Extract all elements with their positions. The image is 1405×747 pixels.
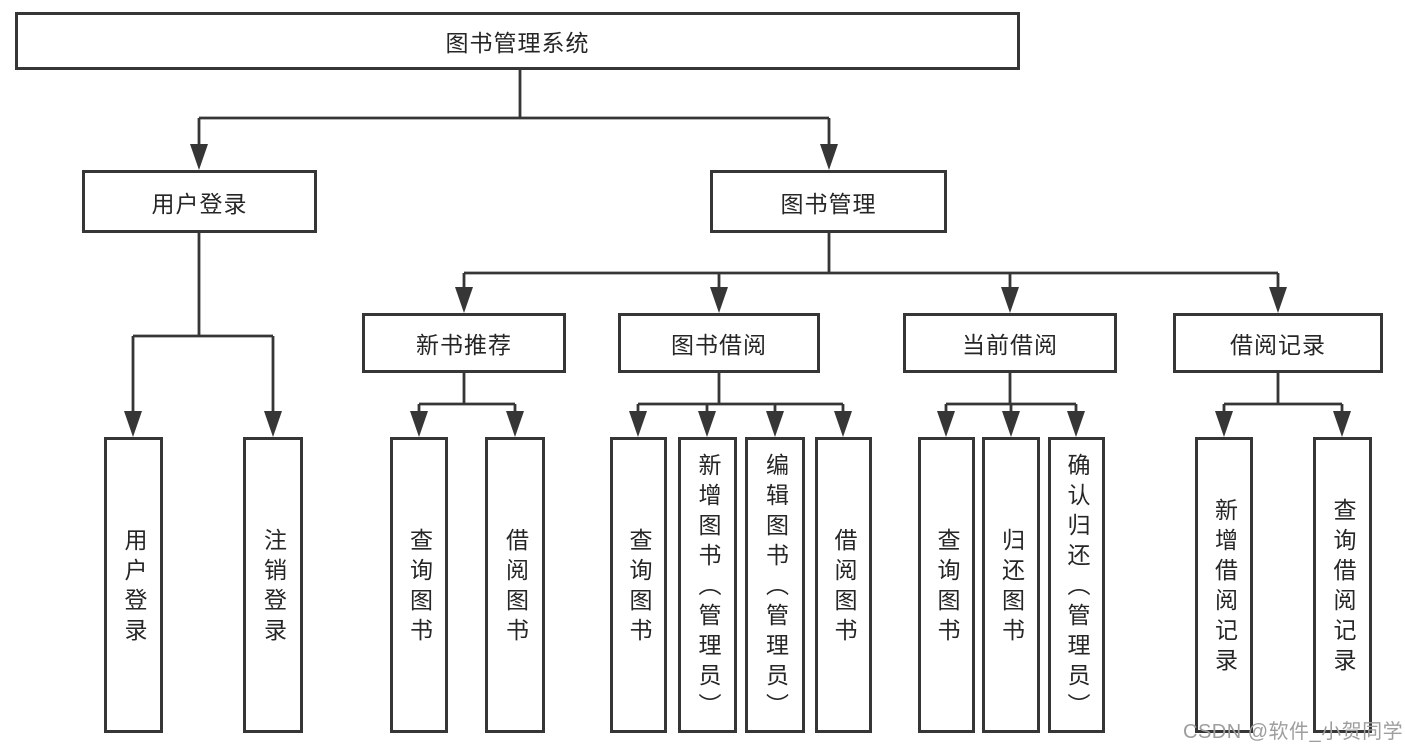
- leaf-confirm-return-admin: 确认归还（管理员）: [1048, 437, 1105, 733]
- leaf-query-borrow-record: 查询借阅记录: [1313, 437, 1372, 733]
- leaf-edit-books-admin: 编辑图书（管理员）: [745, 437, 805, 733]
- leaf-borrow-books: 借阅图书: [815, 437, 872, 733]
- node-library-management-system: 图书管理系统: [15, 12, 1020, 70]
- node-borrow-records: 借阅记录: [1173, 313, 1383, 373]
- node-new-book-recommend: 新书推荐: [362, 313, 566, 373]
- csdn-watermark: CSDN @软件_小贺同学: [1183, 721, 1404, 743]
- leaf-query-books-borrow: 查询图书: [610, 437, 667, 733]
- leaf-return-books: 归还图书: [982, 437, 1040, 733]
- connector-book-borrow-leaves: [629, 373, 852, 437]
- connector-borrow-records-leaves: [1215, 373, 1351, 437]
- node-user-login: 用户登录: [82, 170, 317, 233]
- node-book-borrow: 图书借阅: [618, 313, 820, 373]
- connector-new-book-recommend-leaves: [410, 373, 524, 437]
- leaf-user-login: 用户登录: [104, 437, 163, 733]
- leaf-query-books-recommend: 查询图书: [390, 437, 448, 733]
- node-current-borrow: 当前借阅: [903, 313, 1117, 373]
- connector-root-to-level2: [190, 70, 838, 170]
- leaf-logout: 注销登录: [243, 437, 303, 733]
- connector-current-borrow-leaves: [937, 373, 1085, 437]
- connector-book-management-level3: [455, 233, 1287, 313]
- node-book-management: 图书管理: [710, 170, 947, 233]
- leaf-borrow-books-recommend: 借阅图书: [485, 437, 545, 733]
- leaf-query-books-current: 查询图书: [918, 437, 975, 733]
- connector-user-login-leaves: [124, 233, 282, 437]
- leaf-add-borrow-record: 新增借阅记录: [1195, 437, 1253, 733]
- leaf-add-books-admin: 新增图书（管理员）: [678, 437, 737, 733]
